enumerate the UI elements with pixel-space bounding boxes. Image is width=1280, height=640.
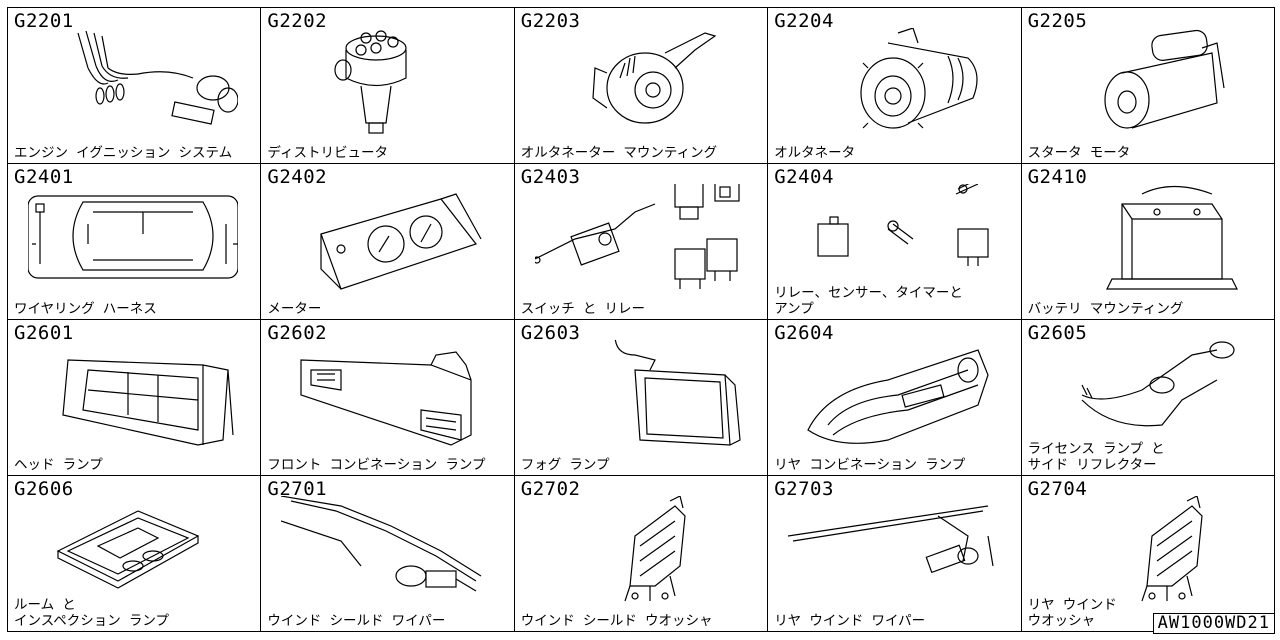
part-label: スイッチ と リレー — [520, 301, 646, 317]
part-code: G2203 — [520, 10, 581, 32]
part-code: G2205 — [1027, 10, 1088, 32]
part-code: G2202 — [267, 10, 328, 32]
license-lamp-icon — [1042, 340, 1252, 450]
part-code: G2204 — [774, 10, 834, 32]
part-label: スタータ モータ — [1027, 145, 1131, 161]
part-label: オルタネータ — [774, 145, 856, 161]
catalog-cell[interactable]: G2701 ウインド シールド ワイパー — [261, 476, 515, 632]
part-label: ルーム と インスペクション ランプ — [14, 597, 170, 629]
part-label: フロント コンビネーション ランプ — [267, 457, 486, 473]
starter-motor-icon — [1042, 28, 1252, 138]
catalog-cell[interactable]: G2202 ディストリビュータ — [261, 8, 515, 164]
part-code: G2603 — [520, 322, 581, 344]
part-label: リヤ ウインド ウオッシャ — [1027, 597, 1117, 629]
meter-icon — [281, 184, 491, 294]
part-code: G2605 — [1027, 322, 1088, 344]
catalog-cell[interactable]: G2401 ワイヤリング ハーネス — [8, 164, 262, 320]
parts-catalog-grid: G2201 エンジン イグニッション システム G2202 — [7, 7, 1275, 632]
part-code: G2410 — [1027, 166, 1088, 188]
part-label: ヘッド ランプ — [14, 457, 103, 473]
catalog-cell[interactable]: G2605 ライセンス ランプ と サイド リフレクター — [1021, 320, 1275, 476]
part-code: G2704 — [1027, 478, 1088, 500]
catalog-cell[interactable]: G2410 バッテリ マウンティング — [1021, 164, 1275, 320]
catalog-cell[interactable]: G2604 リヤ コンビネーション ランプ — [768, 320, 1022, 476]
distributor-icon — [281, 28, 491, 138]
windshield-wiper-icon — [281, 495, 491, 606]
part-label: ウインド シールド ウオッシャ — [520, 613, 713, 629]
catalog-cell[interactable]: G2201 エンジン イグニッション システム — [8, 8, 262, 164]
part-code: G2403 — [520, 166, 581, 188]
part-code: G2404 — [774, 166, 834, 188]
rear-combination-lamp-icon — [788, 340, 998, 450]
relay-sensor-icon — [788, 178, 998, 294]
catalog-cell[interactable]: G2205 スタータ モータ — [1021, 8, 1275, 164]
part-code: G2402 — [267, 166, 328, 188]
part-label: オルタネーター マウンティング — [520, 145, 718, 161]
catalog-cell[interactable]: G2603 フォグ ランプ — [514, 320, 769, 476]
ignition-system-icon — [28, 28, 239, 138]
catalog-cell[interactable]: G2403 スイッチ と リレー — [514, 164, 769, 320]
catalog-cell[interactable]: G2602 フロント コンビネーション ランプ — [261, 320, 515, 476]
part-code: G2602 — [267, 322, 328, 344]
part-label: ディストリビュータ — [267, 145, 388, 161]
catalog-cell[interactable]: G2704 リヤ ウインド ウオッシャ — [1021, 476, 1275, 632]
part-code: G2601 — [14, 322, 74, 344]
catalog-cell[interactable]: G2601 ヘッド ランプ — [8, 320, 262, 476]
part-code: G2702 — [520, 478, 581, 500]
catalog-cell[interactable]: G2204 オルタネータ — [768, 8, 1022, 164]
switch-relay-icon — [533, 178, 745, 294]
catalog-cell[interactable]: G2606 ルーム と インスペクション ランプ — [8, 476, 262, 632]
alternator-icon — [788, 27, 998, 138]
catalog-cell[interactable]: G2402 メーター — [261, 164, 515, 320]
fog-lamp-icon — [535, 329, 745, 450]
catalog-cell[interactable]: G2703 リヤ ウインド ワイパー — [768, 476, 1022, 632]
part-code: G2606 — [14, 478, 74, 500]
wiring-harness-icon — [27, 184, 239, 294]
catalog-cell[interactable]: G2203 オルタネーター マウンティング — [514, 8, 769, 164]
part-label: エンジン イグニッション システム — [14, 145, 233, 161]
part-label: フォグ ランプ — [520, 457, 610, 473]
part-code: G2201 — [14, 10, 74, 32]
front-combination-lamp-icon — [281, 340, 491, 450]
rear-washer-icon — [1042, 495, 1252, 606]
catalog-cell[interactable]: G2702 ウインド シールド ウオッシャ — [514, 476, 769, 632]
reference-code: AW1000WD21 — [1152, 613, 1275, 634]
room-lamp-icon — [28, 496, 238, 606]
part-code: G2401 — [14, 166, 74, 188]
part-label: リヤ コンビネーション ランプ — [774, 457, 966, 473]
part-label: リレー、センサー、タイマーと アンプ — [774, 285, 963, 317]
part-label: リヤ ウインド ワイパー — [774, 613, 926, 629]
part-code: G2703 — [774, 478, 834, 500]
part-label: ワイヤリング ハーネス — [14, 301, 157, 317]
rear-wiper-icon — [788, 496, 998, 606]
part-code: G2604 — [774, 322, 834, 344]
catalog-cell[interactable]: G2404 リレー、センサー、タイマーと アンプ — [768, 164, 1022, 320]
part-label: ウインド シールド ワイパー — [267, 613, 446, 629]
part-label: バッテリ マウンティング — [1027, 301, 1184, 317]
head-lamp-icon — [28, 340, 238, 450]
part-code: G2701 — [267, 478, 328, 500]
windshield-washer-icon — [535, 495, 745, 606]
part-label: ライセンス ランプ と サイド リフレクター — [1027, 441, 1165, 473]
part-label: メーター — [267, 301, 322, 317]
battery-icon — [1042, 184, 1252, 294]
alternator-mounting-icon — [535, 28, 745, 138]
